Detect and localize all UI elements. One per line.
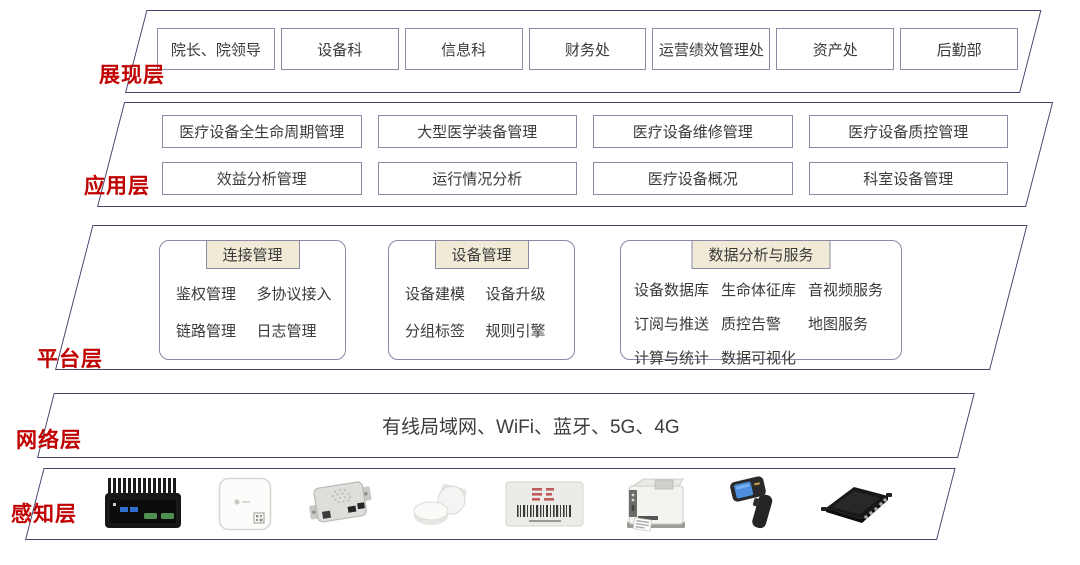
department-box: 信息科 — [404, 28, 523, 70]
platform-item: 质控告警 — [721, 316, 782, 333]
platform-item: 数据可视化 — [721, 350, 797, 367]
application-box-row-2: 效益分析管理 运行情况分析 医疗设备概况 科室设备管理 — [162, 162, 1008, 195]
application-box: 效益分析管理 — [162, 162, 362, 195]
platform-group-data-analysis-items: 设备数据库 生命体征库 音视频服务 订阅与推送 质控告警 地图服务 计算与统计 … — [634, 279, 895, 368]
platform-group-data-analysis: 数据分析与服务 设备数据库 生命体征库 音视频服务 订阅与推送 质控告警 地图服… — [620, 240, 902, 367]
application-box: 医疗设备概况 — [593, 162, 793, 195]
department-box: 后勤部 — [900, 28, 1019, 70]
application-layer-label: 应用层 — [84, 175, 150, 198]
platform-item: 地图服务 — [808, 316, 869, 333]
round-rfid-tags-image — [409, 476, 471, 532]
network-technologies-text: 有线局域网、WiFi、蓝牙、5G、4G — [382, 417, 680, 438]
fixed-rfid-reader-image — [816, 481, 893, 527]
application-box: 医疗设备维修管理 — [593, 115, 793, 148]
department-box-row: 院长、院领导 设备科 信息科 财务处 运营绩效管理处 资产处 后勤部 — [157, 28, 1019, 70]
perception-device-row — [103, 474, 893, 534]
platform-group-data-analysis-title: 数据分析与服务 — [691, 240, 831, 269]
platform-item: 设备升级 — [485, 286, 546, 303]
presentation-layer-label: 展现层 — [99, 64, 165, 87]
platform-item: 链路管理 — [176, 323, 237, 340]
department-box: 财务处 — [528, 28, 647, 70]
platform-group-connection-title: 连接管理 — [205, 240, 300, 269]
platform-item: 分组标签 — [405, 323, 466, 340]
platform-item: 多协议接入 — [256, 286, 332, 303]
barcode-label-image — [505, 481, 584, 527]
wireless-gateway-image — [218, 477, 272, 531]
perception-layer-label: 感知层 — [11, 503, 77, 526]
platform-layer-label: 平台层 — [37, 348, 103, 371]
application-box: 医疗设备全生命周期管理 — [162, 115, 362, 148]
platform-item: 计算与统计 — [634, 350, 710, 367]
platform-group-connection-items: 鉴权管理 多协议接入 链路管理 日志管理 — [176, 283, 337, 341]
platform-group-device-title: 设备管理 — [434, 240, 529, 269]
platform-group-device: 设备管理 设备建模 设备升级 分组标签 规则引擎 — [388, 240, 575, 360]
platform-item: 规则引擎 — [485, 323, 546, 340]
department-box: 资产处 — [776, 28, 895, 70]
platform-item: 鉴权管理 — [176, 286, 237, 303]
network-layer-label: 网络层 — [16, 429, 82, 452]
platform-item: 音视频服务 — [808, 282, 884, 299]
platform-group-connection: 连接管理 鉴权管理 多协议接入 链路管理 日志管理 — [159, 240, 346, 360]
application-box: 运行情况分析 — [377, 162, 577, 195]
rfid-reader-module-image — [307, 477, 374, 531]
department-box: 设备科 — [280, 28, 399, 70]
department-box: 院长、院领导 — [157, 28, 275, 70]
platform-item: 设备建模 — [405, 286, 466, 303]
application-box: 医疗设备质控管理 — [808, 115, 1008, 148]
platform-item: 日志管理 — [256, 323, 317, 340]
platform-item: 生命体征库 — [721, 282, 797, 299]
industrial-computer-image — [103, 476, 183, 532]
platform-group-device-items: 设备建模 设备升级 分组标签 规则引擎 — [405, 283, 566, 341]
department-box: 运营绩效管理处 — [652, 28, 771, 70]
application-box: 大型医学装备管理 — [377, 115, 577, 148]
platform-item: 设备数据库 — [634, 282, 710, 299]
handheld-rfid-scanner-image — [727, 476, 781, 532]
application-box: 科室设备管理 — [808, 162, 1008, 195]
label-printer-image — [619, 476, 692, 532]
application-box-row-1: 医疗设备全生命周期管理 大型医学装备管理 医疗设备维修管理 医疗设备质控管理 — [162, 115, 1008, 148]
platform-item: 订阅与推送 — [634, 316, 710, 333]
